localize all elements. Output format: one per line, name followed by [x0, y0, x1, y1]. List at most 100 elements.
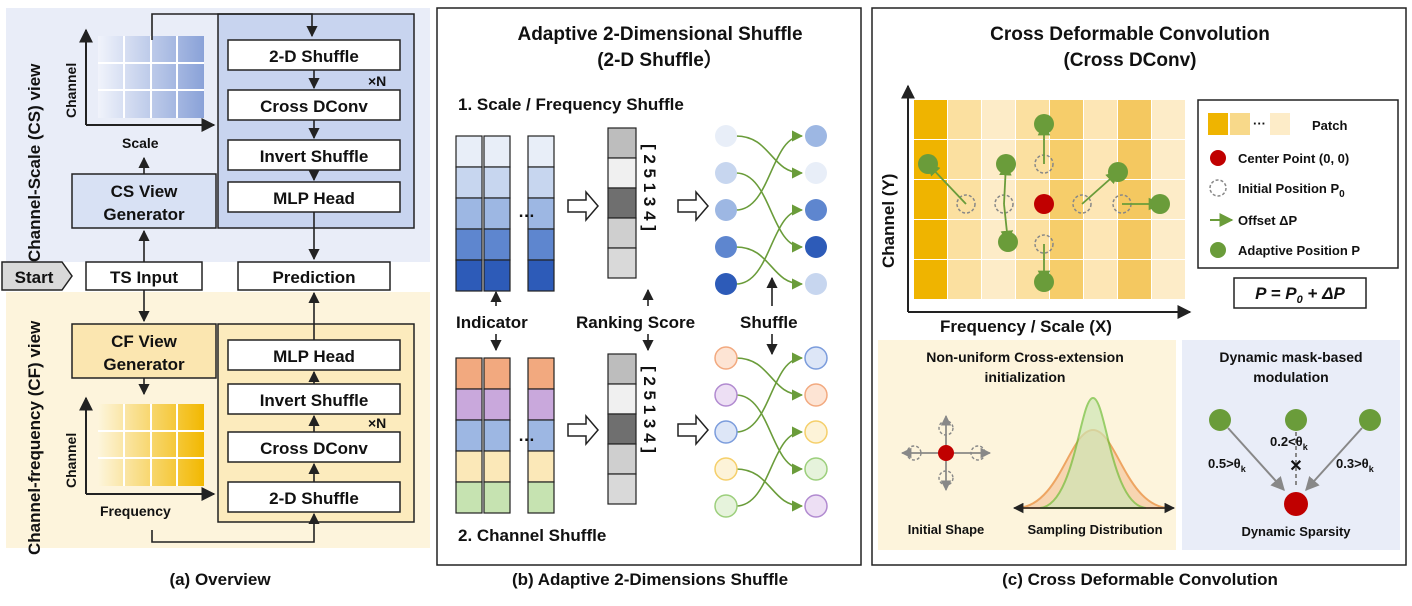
patch-cell — [1152, 220, 1185, 259]
legend-offset: Offset ΔP — [1238, 213, 1298, 228]
adaptive-position — [1150, 194, 1170, 214]
shuffle-edge — [735, 172, 804, 253]
cs-mlp-head — [227, 181, 401, 213]
legend-adaptive-dot — [1210, 242, 1226, 258]
score-cell — [607, 127, 637, 159]
channel-cell — [527, 450, 555, 483]
prediction-box — [237, 261, 391, 291]
dconv-legend: ··· Patch Center Point (0, 0) Initial Po… — [1197, 99, 1399, 269]
cs-matrix: Channel Scale — [63, 28, 216, 151]
cs-axis-channel: Channel — [63, 63, 79, 118]
cs-cross-dconv-label: Cross DConv — [260, 97, 368, 116]
ts-input-box — [85, 261, 203, 291]
scale-cell — [455, 228, 483, 261]
caption-shuffle: (b) Adaptive 2-Dimensions Shuffle — [512, 570, 788, 589]
start-label: Start — [15, 268, 54, 287]
adaptive-position — [918, 154, 938, 174]
channel-arrow-1 — [567, 413, 599, 447]
channel-cell — [483, 481, 511, 514]
patch-cell — [914, 100, 947, 139]
node-left — [714, 346, 738, 370]
score-cell — [607, 353, 637, 385]
scale-order: [ 2 5 1 3 4 ] — [640, 144, 659, 231]
patch-cell — [1050, 220, 1083, 259]
patch-cell — [1084, 260, 1117, 299]
mask-label-1: 0.5>θk — [1208, 456, 1247, 474]
cf-view-label: Channel-frequency (CF) view — [25, 320, 44, 555]
cs-invert-shuffle — [227, 139, 401, 171]
node-right — [805, 199, 827, 221]
dconv-subtitle: (Cross DConv) — [1063, 50, 1196, 71]
adaptive-position — [1034, 272, 1054, 292]
channel-cell — [455, 388, 483, 421]
scale-cell — [527, 259, 555, 292]
cs-cross-dconv — [227, 89, 401, 121]
shuffle-edge — [735, 426, 804, 507]
node-left — [714, 420, 738, 444]
nonuniform-title-2: initialization — [985, 369, 1066, 385]
panel-overview: Channel-Scale (CS) view Channel-frequenc… — [1, 8, 430, 589]
shuffle-title: Adaptive 2-Dimensional Shuffle — [517, 24, 802, 45]
patch-cell — [948, 100, 981, 139]
shuffle-edge — [735, 394, 804, 475]
channel-cell — [527, 357, 555, 390]
node-left — [714, 383, 738, 407]
scale-cell — [483, 166, 511, 199]
node-right — [805, 273, 827, 295]
indicator-label: Indicator — [456, 313, 528, 332]
formula-box — [1233, 277, 1367, 309]
cs-repeat: ×N — [368, 73, 386, 89]
channel-cell — [455, 450, 483, 483]
shuffle-edge — [735, 135, 804, 179]
cs-2d-shuffle-label: 2-D Shuffle — [269, 47, 359, 66]
initial-position — [1034, 234, 1054, 254]
patch-cell — [1084, 100, 1117, 139]
caption-dconv: (c) Cross Deformable Convolution — [1002, 570, 1278, 589]
shuffle-edge — [735, 352, 804, 433]
scale-ranking-score — [607, 127, 637, 279]
cf-mlp-head-label: MLP Head — [273, 347, 355, 366]
node-right — [805, 125, 827, 147]
ranking-score-label: Ranking Score — [576, 313, 695, 332]
prediction-label: Prediction — [272, 268, 355, 287]
dynamic-panel — [1182, 340, 1400, 550]
score-cell — [607, 443, 637, 475]
scale-shuffle-nodes — [715, 125, 827, 295]
cf-2d-shuffle-label: 2-D Shuffle — [269, 489, 359, 508]
channel-order: [ 2 5 1 3 4 ] — [640, 366, 659, 453]
cs-mlp-head-label: MLP Head — [273, 189, 355, 208]
scale-arrow-2 — [677, 189, 709, 223]
dconv-axis-channel: Channel (Y) — [879, 174, 898, 268]
patch-cell — [948, 220, 981, 259]
score-cell — [607, 383, 637, 415]
node-left — [715, 199, 737, 221]
patch-cell — [914, 260, 947, 299]
nonuniform-panel — [878, 340, 1176, 550]
step-channel: 2. Channel Shuffle — [458, 526, 606, 545]
initial-position — [1072, 194, 1092, 214]
patch-cell — [1118, 220, 1151, 259]
node-left — [715, 162, 737, 184]
scale-cell — [527, 197, 555, 230]
scale-indicator-grid — [455, 135, 555, 292]
patch-cell — [1152, 140, 1185, 179]
patch-cell — [948, 260, 981, 299]
node-left — [714, 457, 738, 481]
node-left — [715, 273, 737, 295]
score-cell — [607, 413, 637, 445]
patch-cell — [982, 180, 1015, 219]
scale-cell — [527, 228, 555, 261]
cf-view-generator — [71, 323, 217, 379]
cs-axis-scale: Scale — [122, 135, 159, 151]
node-right — [805, 162, 827, 184]
node-right — [804, 420, 828, 444]
node-left — [715, 125, 737, 147]
scale-cell — [455, 135, 483, 168]
dynamic-title-1: Dynamic mask-based — [1219, 349, 1362, 365]
scale-cell — [483, 228, 511, 261]
scale-cell — [455, 259, 483, 292]
cs-view-label: Channel-Scale (CS) view — [25, 63, 44, 262]
score-cell — [607, 217, 637, 249]
channel-cell — [483, 388, 511, 421]
